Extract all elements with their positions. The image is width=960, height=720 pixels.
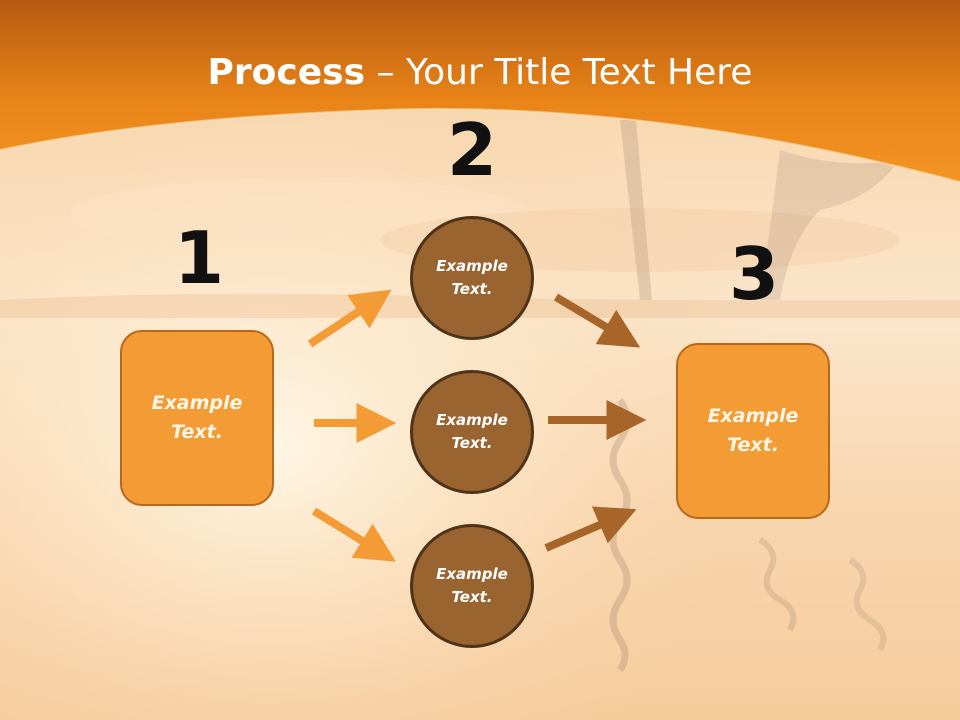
step-number-1: 1: [173, 216, 225, 300]
title-rest: – Your Title Text Here: [365, 52, 753, 93]
step-number-2: 2: [446, 108, 498, 192]
circle-middle: Example Text.: [410, 370, 534, 494]
arrow-left-to-top: [307, 289, 392, 348]
left-step-text: Example Text.: [151, 392, 243, 443]
arrow-top-to-right: [553, 293, 641, 348]
left-step-box: Example Text.: [120, 330, 274, 506]
arrow-bottom-to-right: [544, 506, 637, 552]
circle-middle-text: Example Text.: [436, 411, 508, 452]
right-step-box: Example Text.: [676, 343, 830, 519]
circle-bottom: Example Text.: [410, 524, 534, 648]
page-title: Process – Your Title Text Here: [0, 52, 960, 93]
circle-top: Example Text.: [410, 216, 534, 340]
circle-bottom-text: Example Text.: [436, 565, 508, 606]
circle-top-text: Example Text.: [436, 257, 508, 298]
title-bold: Process: [207, 52, 366, 93]
step-number-3: 3: [728, 232, 780, 316]
right-step-text: Example Text.: [707, 405, 799, 456]
arrow-left-to-bottom: [311, 507, 397, 562]
